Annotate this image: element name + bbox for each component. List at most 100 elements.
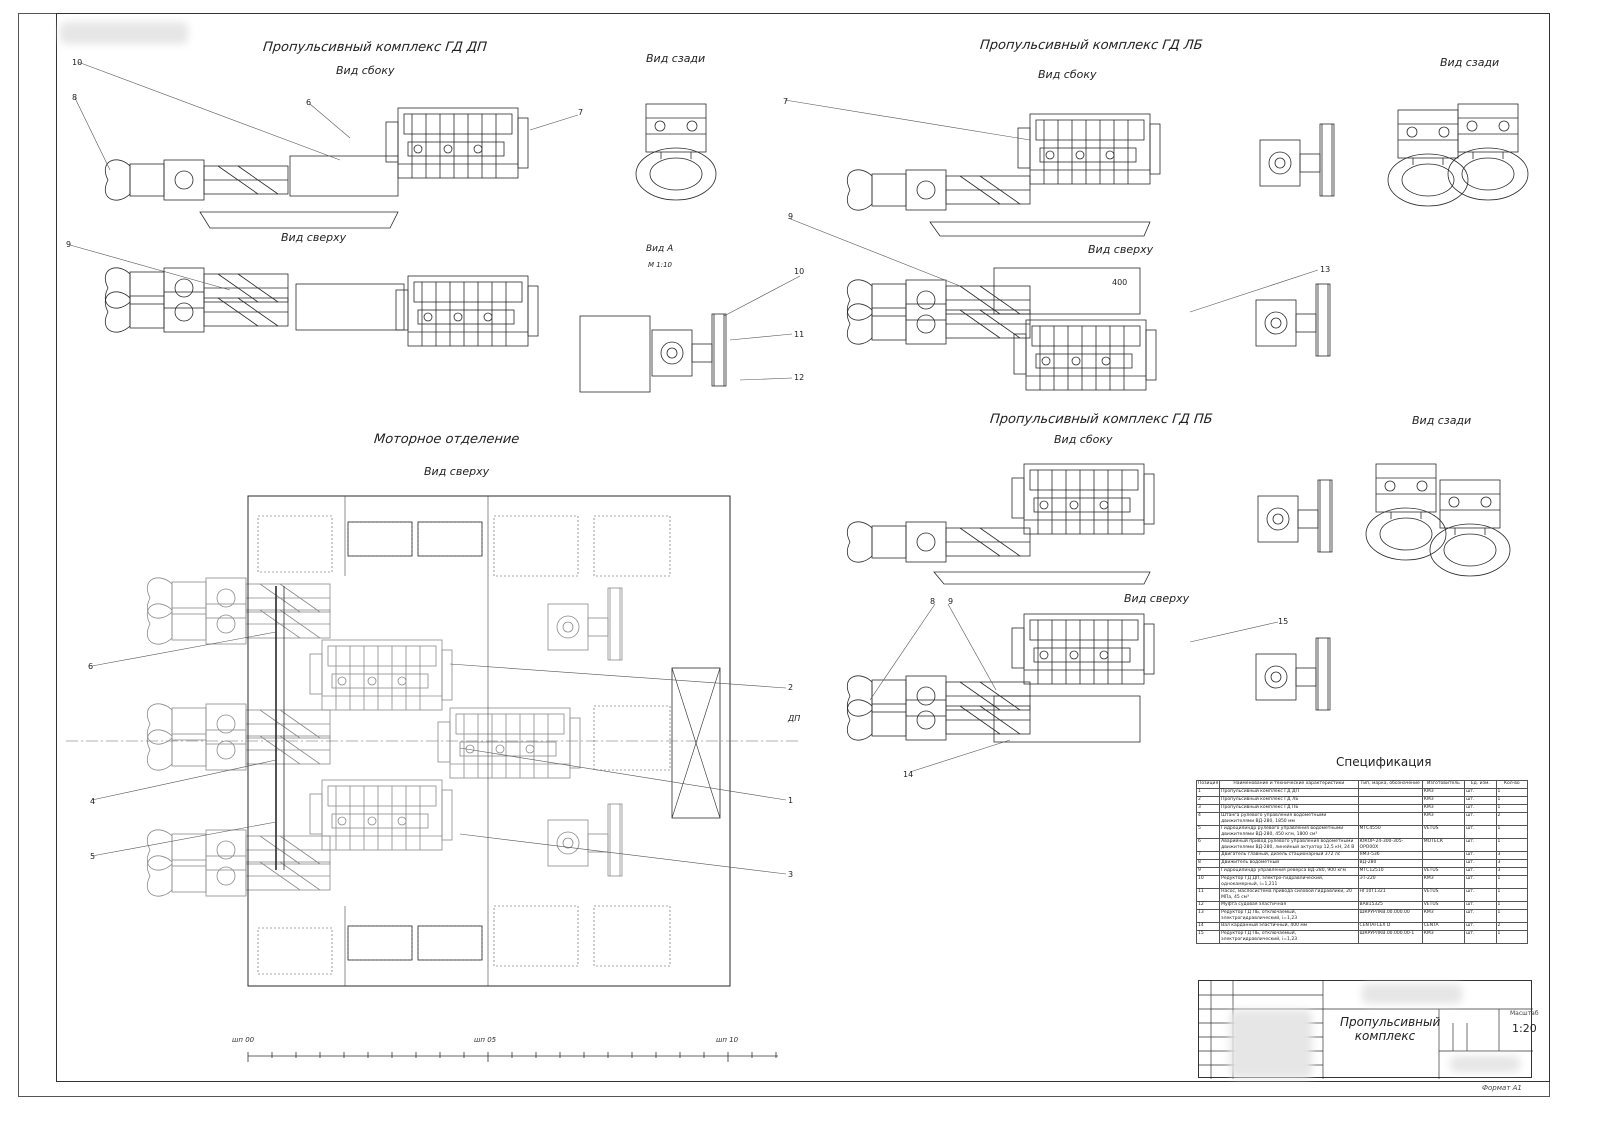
lb-side-view-label: Вид сбоку	[1038, 68, 1097, 81]
pb-side-view-label: Вид сбоку	[1054, 433, 1113, 446]
spec-cell: 15	[1195, 930, 1221, 944]
pb-side-view	[846, 463, 1333, 585]
lb-top-view	[787, 217, 1331, 391]
callout-lb-13: 13	[1320, 265, 1331, 274]
view-a-drawing	[579, 275, 801, 393]
spec-cell: VETUS	[1421, 901, 1466, 910]
title-block-name: Пропульсивный комплекс	[1340, 1015, 1440, 1043]
centerline-label: ДП	[788, 714, 801, 723]
spec-cell: VETUS	[1421, 825, 1466, 839]
spec-cell: VETUS	[1421, 867, 1466, 876]
spec-cell: шт.	[1464, 901, 1497, 910]
drawing-frame	[56, 13, 1550, 1082]
spec-cell: Штанга рулевого управления водометными д…	[1219, 812, 1359, 826]
spec-cell: 1	[1195, 788, 1221, 797]
spec-cell: 1	[1495, 804, 1529, 813]
dp-rear-view-label: Вид сзади	[646, 52, 706, 65]
callout-er-5: 5	[90, 852, 96, 861]
spec-cell: 1	[1495, 788, 1529, 797]
spec-col-unit: Ед. изм.	[1464, 780, 1497, 789]
spec-cell: шт.	[1464, 888, 1497, 902]
spec-cell: 6	[1195, 838, 1221, 852]
spec-cell: 14	[1195, 922, 1221, 931]
spec-cell: Пропульсивный комплекс ГД ПБ	[1219, 804, 1359, 813]
spec-cell: 1	[1495, 875, 1529, 889]
lb-rear-view	[1387, 103, 1529, 207]
spec-cell: шт.	[1464, 838, 1497, 852]
frame-scale	[247, 1052, 778, 1062]
callout-viewa-11: 11	[794, 330, 805, 339]
spec-cell: ЮКОР-24-300-305-ОРО00Х	[1357, 838, 1423, 852]
spec-cell: 1	[1495, 838, 1529, 852]
spec-cell: 8	[1195, 859, 1221, 868]
callout-dp-8: 8	[72, 93, 78, 102]
frame-label-05: шп 05	[474, 1036, 497, 1044]
spec-cell: Движитель водометный	[1219, 859, 1359, 868]
dp-rear-view	[635, 103, 717, 201]
lb-top-view-label: Вид сверху	[1088, 243, 1154, 256]
spec-cell: 2	[1195, 796, 1221, 805]
spec-cell: ВД-280	[1357, 859, 1423, 868]
spec-cell: Аварийный привод рулевого управления вод…	[1219, 838, 1359, 852]
spec-cell: 1	[1495, 825, 1529, 839]
spec-cell: 4	[1195, 812, 1221, 826]
view-a-label: Вид А	[646, 244, 674, 254]
spec-cell: шт.	[1464, 859, 1497, 868]
spec-table: Позиция Наименование и технические харак…	[1195, 780, 1529, 944]
spec-cell: 1	[1495, 930, 1529, 944]
callout-pb-9: 9	[948, 597, 954, 606]
spec-cell: ЯМЗ-536	[1357, 851, 1423, 860]
spec-cell: шт.	[1464, 922, 1497, 931]
spec-cell: шт.	[1464, 875, 1497, 889]
spec-cell: МТС4550	[1357, 825, 1423, 839]
spec-cell: 1	[1495, 888, 1529, 902]
spec-cell: МТС12510	[1357, 867, 1423, 876]
spec-cell	[1421, 859, 1466, 868]
spec-cell: НГ10Т1321	[1357, 888, 1423, 902]
spec-cell: шт.	[1464, 851, 1497, 860]
spec-col-qty: Кол-во	[1495, 780, 1529, 789]
dp-top-view	[69, 244, 539, 347]
callout-er-2: 2	[788, 683, 794, 692]
spec-cell: 3	[1495, 859, 1529, 868]
spec-col-maker: Изготовитель	[1421, 780, 1466, 789]
spec-cell: шт.	[1464, 825, 1497, 839]
spec-cell: Двигатель главный, дизель стационарный 3…	[1219, 851, 1359, 860]
spec-cell: 1	[1495, 796, 1529, 805]
spec-cell: КМЗ	[1421, 796, 1466, 805]
pb-rear-view	[1365, 463, 1511, 577]
spec-cell: ШКРУРЛКВ.00.000.00-1	[1357, 930, 1423, 944]
spec-cell: шт.	[1464, 804, 1497, 813]
title-block-scale-value: 1:20	[1512, 1022, 1537, 1035]
spec-cell: КМЗ	[1421, 804, 1466, 813]
spec-cell: 2	[1495, 812, 1529, 826]
spec-cell: 13	[1195, 909, 1221, 923]
pb-top-view	[846, 603, 1331, 773]
spec-cell: 10	[1195, 875, 1221, 889]
spec-col-pos: Позиция	[1195, 780, 1221, 789]
title-block-name-line1: Пропульсивный	[1340, 1015, 1441, 1029]
view-a-scale: М 1:10	[648, 261, 672, 269]
callout-viewa-12: 12	[794, 373, 805, 382]
spec-cell: Пропульсивный комплекс ГД ЛБ	[1219, 796, 1359, 805]
spec-cell	[1357, 804, 1423, 813]
spec-cell	[1357, 788, 1423, 797]
frame-label-00: шп 00	[232, 1036, 255, 1044]
spec-cell: 1	[1495, 909, 1529, 923]
spec-cell: Редуктор ГД ДП, электро-гидравлический, …	[1219, 875, 1359, 889]
callout-viewa-10: 10	[794, 267, 805, 276]
callout-dp-9: 9	[66, 240, 72, 249]
spec-cell: 2	[1495, 922, 1529, 931]
dp-side-view-label: Вид сбоку	[336, 64, 395, 77]
